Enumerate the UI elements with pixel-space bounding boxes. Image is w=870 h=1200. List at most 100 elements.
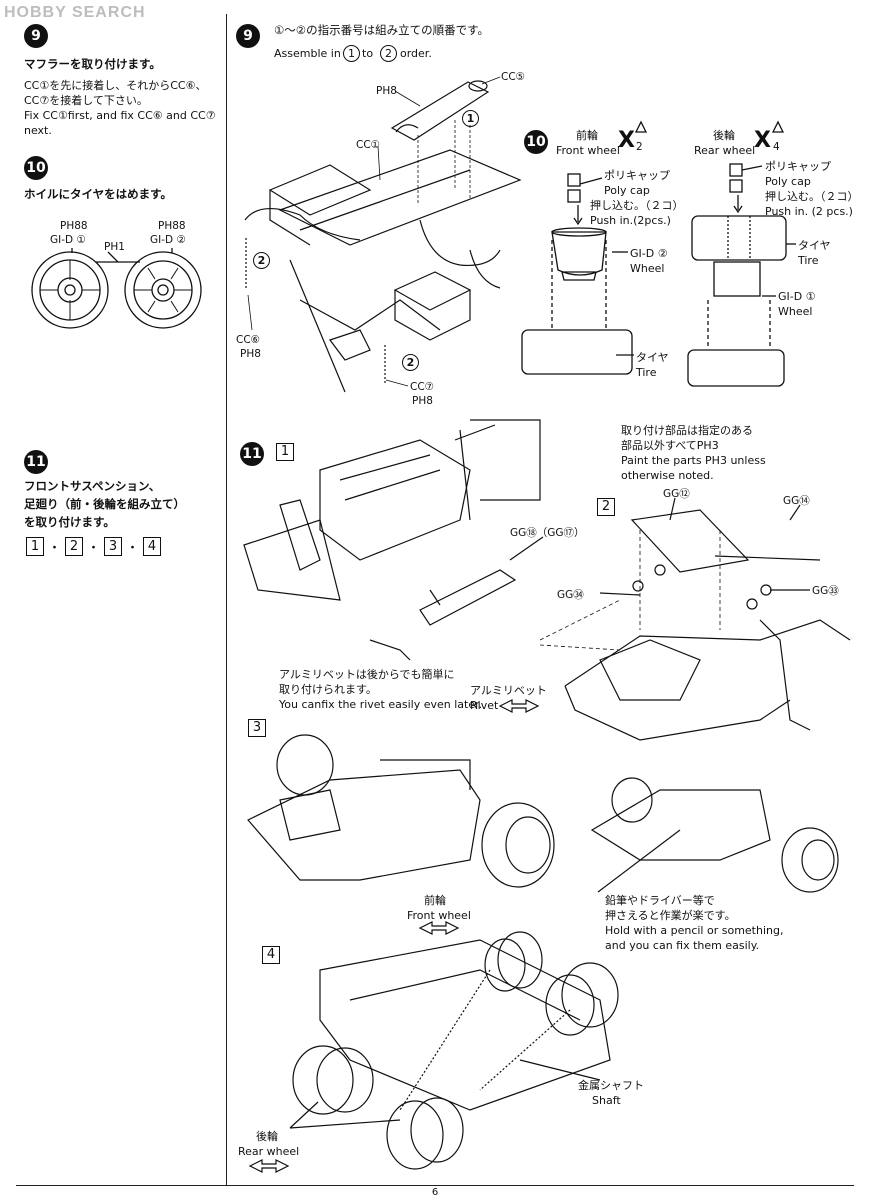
label-gg12: GG⑫ — [663, 488, 690, 500]
rear-tire-en: Tire — [798, 254, 819, 267]
step-9-header-en-b: to — [362, 47, 374, 60]
label-cc6: CC⑥ — [236, 334, 261, 346]
page-number: 6 — [431, 1187, 439, 1198]
step-10-title-jp: ホイルにタイヤをはめます。 — [24, 187, 173, 201]
rivet-label-jp: アルミリベット — [470, 684, 547, 697]
step-11-number-left: 11 — [24, 450, 48, 474]
sequence-marker-2a: 2 — [253, 252, 270, 269]
front-wheel-label: Wheel — [630, 262, 665, 275]
rear-wheel-4-en: Rear wheel — [238, 1145, 300, 1158]
front-tire-en: Tire — [636, 366, 657, 379]
rivet-label-en: Rivet — [470, 699, 499, 712]
step-9-line1-jp: CC①を先に接着し、それからCC⑥、 — [24, 79, 207, 92]
rear-tire-jp: タイヤ — [798, 239, 831, 252]
front-polycap-jp: ポリキャップ — [604, 169, 670, 182]
rear-wheel-label: Wheel — [778, 305, 813, 318]
rivet-note-jp2: 取り付けられます。 — [279, 683, 377, 696]
pencil-note-jp2: 押さえると作業が楽です。 — [605, 909, 736, 922]
rear-polycap-jp: ポリキャップ — [765, 160, 831, 173]
step-9-number-right: 9 — [236, 24, 260, 48]
step-9-line2-en: next. — [24, 124, 52, 137]
rear-wheel-part: GI-D ① — [778, 290, 816, 303]
sub-box-2: 2 — [65, 537, 84, 556]
pencil-note-en2: and you can fix them easily. — [605, 939, 760, 952]
rear-wheel-en: Rear wheel — [694, 144, 756, 157]
label-gg33: GG㉝ — [812, 585, 839, 597]
label-ph1: PH1 — [104, 241, 125, 253]
sub-step-1-label: 1 — [276, 443, 294, 461]
step-11-line1-jp: フロントサスペンション、 — [24, 479, 161, 493]
rivet-note-en: You canfix the rivet easily even later. — [279, 698, 483, 711]
step-9-header-en-c: order. — [400, 47, 432, 60]
label-ph8-a: PH8 — [376, 85, 397, 97]
front-wheel-3-en: Front wheel — [407, 909, 471, 922]
step-11-number-right: 11 — [240, 442, 264, 466]
label-cc7: CC⑦ — [410, 381, 435, 393]
step-10-number-left: 10 — [24, 156, 48, 180]
step-11-subassembly-list: 1 ・ 2 ・ 3 ・ 4 — [26, 537, 162, 556]
step-9-line2-jp: CC⑦を接着して下さい。 — [24, 94, 148, 107]
label-gg34: GG㉞ — [557, 589, 584, 601]
paint-note-en2: otherwise noted. — [621, 469, 714, 482]
step-10-number-right: 10 — [524, 130, 548, 154]
rear-qty: 4 — [773, 141, 780, 153]
front-multiply-icon: X — [618, 128, 635, 153]
rivet-note-jp1: アルミリベットは後からでも簡単に — [279, 668, 455, 681]
front-wheel-part: GI-D ② — [630, 247, 668, 260]
sub-box-1: 1 — [26, 537, 44, 556]
step-9-header-en-a: Assemble in — [274, 47, 341, 60]
label-gg18: GG⑱（GG⑰） — [510, 527, 585, 539]
front-wheel-en: Front wheel — [556, 144, 620, 157]
label-ph88-b: PH88 — [158, 220, 186, 232]
order-marker-1: 1 — [343, 45, 360, 62]
label-gid-2: GI-D ② — [150, 234, 186, 246]
pencil-note-en1: Hold with a pencil or something, — [605, 924, 784, 937]
front-wheel-jp: 前輪 — [576, 129, 598, 142]
separator: ・ — [126, 541, 140, 556]
label-cc1: CC① — [356, 139, 381, 151]
sub-step-4-label: 4 — [262, 946, 280, 964]
sub-step-2-label: 2 — [597, 498, 615, 516]
front-push-jp: 押し込む。（２コ） — [590, 199, 684, 212]
order-marker-2: 2 — [380, 45, 397, 62]
shaft-en: Shaft — [592, 1094, 621, 1107]
rear-polycap-en: Poly cap — [765, 175, 811, 188]
paint-note-en1: Paint the parts PH3 unless — [621, 454, 766, 467]
label-ph88-a: PH88 — [60, 220, 88, 232]
step-11-line3-jp: を取り付けます。 — [24, 515, 115, 529]
paint-note-jp1: 取り付け部品は指定のある — [621, 424, 753, 437]
label-ph8-c: PH8 — [412, 395, 433, 407]
label-ph8-b: PH8 — [240, 348, 261, 360]
shaft-jp: 金属シャフト — [578, 1079, 644, 1092]
step-9-line1-en: Fix CC①first, and fix CC⑥ and CC⑦ — [24, 109, 216, 122]
rear-multiply-icon: X — [754, 128, 771, 153]
rear-wheel-4-jp: 後輪 — [256, 1130, 278, 1143]
sub-box-4: 4 — [143, 537, 162, 556]
separator: ・ — [48, 541, 62, 556]
step-9-header-jp: ①～②の指示番号は組み立ての順番です。 — [274, 23, 489, 37]
label-gid-1: GI-D ① — [50, 234, 86, 246]
footer-rule — [16, 1185, 854, 1186]
front-polycap-en: Poly cap — [604, 184, 650, 197]
paint-note-jp2: 部品以外すべてPH3 — [621, 439, 719, 452]
sequence-marker-1: 1 — [462, 110, 479, 127]
rear-push-jp: 押し込む。（２コ） — [765, 190, 859, 203]
step-9-number-left: 9 — [24, 24, 48, 48]
step-9-title-jp: マフラーを取り付けます。 — [24, 57, 161, 71]
front-wheel-3-jp: 前輪 — [424, 894, 446, 907]
column-divider — [226, 14, 227, 1186]
rear-push-en: Push in. (2 pcs.) — [765, 205, 853, 218]
label-gg14: GG⑭ — [783, 495, 810, 507]
label-cc5: CC⑤ — [501, 71, 526, 83]
front-push-en: Push in.(2pcs.) — [590, 214, 671, 227]
separator: ・ — [87, 541, 101, 556]
rear-wheel-jp: 後輪 — [713, 129, 735, 142]
sequence-marker-2b: 2 — [402, 354, 419, 371]
pencil-note-jp1: 鉛筆やドライバー等で — [605, 894, 715, 907]
sub-box-3: 3 — [104, 537, 123, 556]
step-11-line2-jp: 足廻り（前・後輪を組み立て） — [24, 497, 185, 511]
